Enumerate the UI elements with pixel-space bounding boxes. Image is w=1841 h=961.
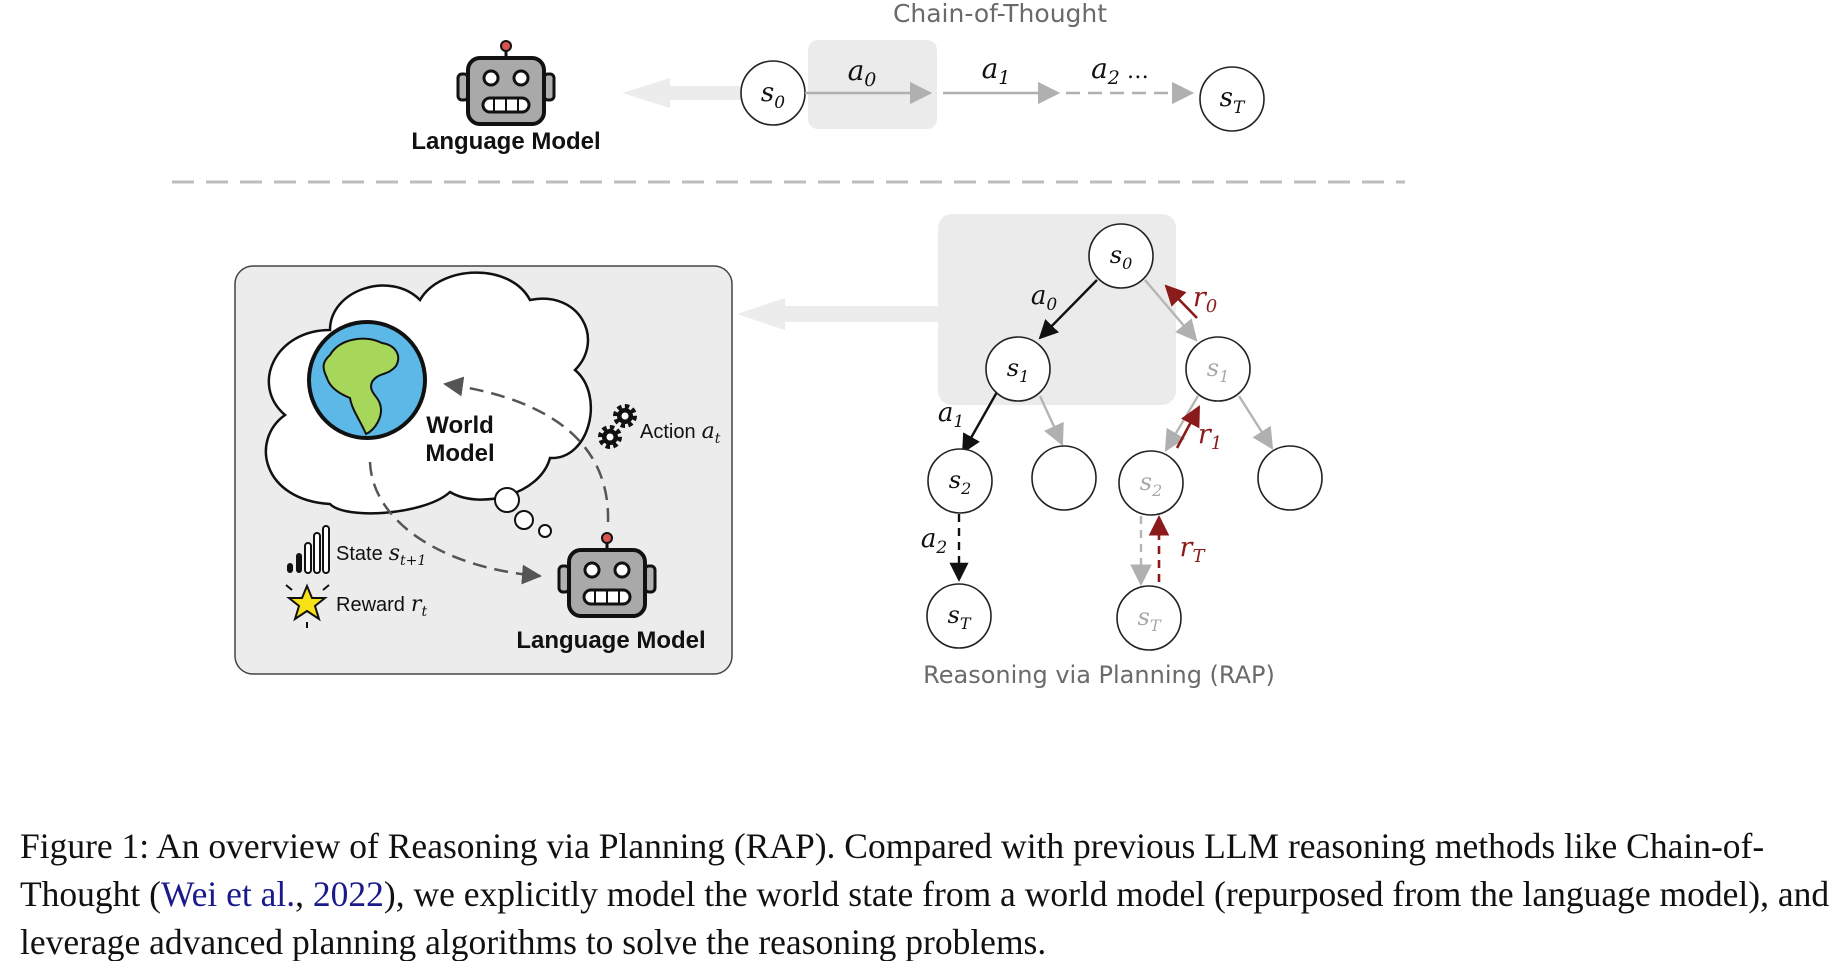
reward-arrow-r0 bbox=[1164, 284, 1198, 319]
citation-year-link[interactable]: 2022 bbox=[312, 874, 384, 914]
tree-reward-r0: r0 bbox=[1193, 282, 1217, 317]
cot-state-sT bbox=[1199, 66, 1265, 132]
citation-author-link[interactable]: Wei et al. bbox=[161, 874, 296, 914]
star-icon bbox=[285, 583, 330, 628]
cot-action-a1: a1 bbox=[982, 52, 1011, 89]
tree-reward-r1: r1 bbox=[1198, 419, 1222, 454]
tree-node-sTb bbox=[1116, 585, 1182, 651]
signal-bars-icon bbox=[287, 525, 330, 574]
thought-bubble-large bbox=[494, 487, 520, 513]
cot-s0-label: s0 bbox=[761, 78, 785, 113]
tree-node-s2b-label: s2 bbox=[1140, 468, 1163, 500]
tree-action-a1: a1 bbox=[938, 398, 964, 432]
caption-suffix: ), we explicitly model the world state f… bbox=[20, 874, 1830, 961]
reward-arrow-r1 bbox=[1175, 405, 1201, 449]
cot-robot-icon bbox=[456, 39, 556, 126]
cot-sT-label: sT bbox=[1220, 83, 1246, 118]
tree-node-sT-label: sT bbox=[948, 601, 972, 633]
tree-node-s0-label: s0 bbox=[1110, 241, 1133, 273]
edge-s1b-s2b bbox=[1164, 395, 1200, 452]
caption-citation-separator: , bbox=[295, 874, 313, 914]
cot-action-a2: a2 … bbox=[1091, 52, 1149, 89]
tree-node-sTb-label: sT bbox=[1138, 603, 1162, 635]
cot-highlight-box bbox=[808, 40, 937, 129]
thought-bubble-small bbox=[538, 524, 552, 538]
edge-s1-s2 bbox=[961, 391, 999, 454]
tree-node-empty-2 bbox=[1257, 445, 1323, 511]
cot-output-arrow bbox=[622, 78, 745, 108]
figure-caption: Figure 1: An overview of Reasoning via P… bbox=[20, 822, 1835, 961]
tree-node-s1b bbox=[1185, 336, 1251, 402]
action-flow-arrow bbox=[443, 376, 610, 523]
world-model-label-2: Model bbox=[425, 440, 494, 467]
tree-action-a0: a0 bbox=[1031, 281, 1058, 315]
rap-language-model-label: Language Model bbox=[516, 627, 705, 654]
edge-s1-empty bbox=[1038, 395, 1064, 446]
tree-node-s2 bbox=[927, 448, 993, 514]
globe-icon bbox=[307, 320, 427, 440]
cot-action-a0: a0 bbox=[848, 54, 877, 91]
cot-title: Chain-of-Thought bbox=[893, 0, 1107, 28]
rap-title: Reasoning via Planning (RAP) bbox=[923, 661, 1275, 689]
tree-reward-rT: rT bbox=[1180, 532, 1207, 567]
tree-node-sT bbox=[926, 583, 992, 649]
tree-action-a2: a2 bbox=[921, 524, 947, 558]
world-model-label-1: World bbox=[426, 412, 494, 439]
edge-s0-s1b bbox=[1144, 279, 1198, 342]
edge-s0-s1 bbox=[1038, 279, 1098, 340]
tree-node-empty-1 bbox=[1031, 445, 1097, 511]
rap-output-arrow bbox=[737, 298, 940, 330]
caption-prefix: Figure 1: An overview of Reasoning via P… bbox=[20, 826, 1765, 914]
state-flow-arrow bbox=[368, 461, 542, 585]
tree-node-s1b-label: s1 bbox=[1207, 354, 1230, 386]
tree-node-s0 bbox=[1088, 223, 1154, 289]
tree-node-s2-label: s2 bbox=[949, 466, 972, 498]
thought-bubble-medium bbox=[514, 510, 534, 530]
tree-node-s1-label: s1 bbox=[1007, 354, 1030, 386]
tree-node-s1 bbox=[985, 336, 1051, 402]
cot-language-model-label: Language Model bbox=[411, 128, 600, 155]
rap-overview-figure: Chain-of-Thought Language Model s0 a0 a1… bbox=[172, 0, 1405, 689]
tree-node-s2b bbox=[1118, 450, 1184, 516]
edge-s1b-empty bbox=[1237, 395, 1274, 450]
